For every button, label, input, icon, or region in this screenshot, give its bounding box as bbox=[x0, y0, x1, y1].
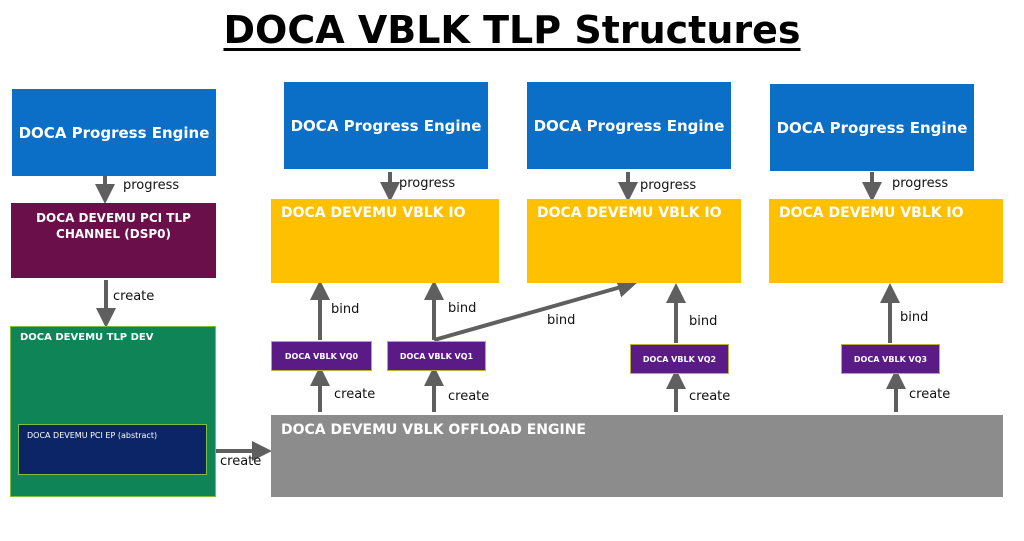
bind-label-vq1-diag: bind bbox=[547, 313, 576, 328]
progress-engine-1: DOCA Progress Engine bbox=[284, 82, 488, 169]
vblk-io-1: DOCA DEVEMU VBLK IO bbox=[527, 199, 741, 283]
bind-label-vq1: bind bbox=[448, 301, 477, 316]
bind-label-vq3: bind bbox=[900, 310, 929, 325]
progress-engine-2: DOCA Progress Engine bbox=[527, 82, 731, 169]
progress-label-2: progress bbox=[640, 178, 697, 193]
create-label-vq0: create bbox=[334, 387, 376, 402]
offload-engine-box: DOCA DEVEMU VBLK OFFLOAD ENGINE bbox=[271, 415, 1003, 497]
page-title: DOCA VBLK TLP Structures bbox=[223, 8, 801, 52]
bind-arrow-vq1-diag bbox=[433, 278, 638, 342]
create-label-tlp-dev: create bbox=[113, 289, 155, 304]
bind-label-vq2: bind bbox=[689, 314, 718, 329]
create-label-vq1: create bbox=[448, 389, 490, 404]
vq0-box: DOCA VBLK VQ0 bbox=[271, 341, 372, 371]
progress-engine-3: DOCA Progress Engine bbox=[770, 84, 974, 171]
vblk-io-0: DOCA DEVEMU VBLK IO bbox=[271, 199, 499, 283]
create-label-vq3: create bbox=[909, 387, 951, 402]
tlp-channel-box: DOCA DEVEMU PCI TLP CHANNEL (DSP0) bbox=[11, 203, 216, 278]
create-label-offload: create bbox=[220, 454, 262, 469]
progress-engine-0: DOCA Progress Engine bbox=[12, 89, 216, 176]
vblk-io-2: DOCA DEVEMU VBLK IO bbox=[769, 199, 1003, 283]
vq2-box: DOCA VBLK VQ2 bbox=[630, 344, 729, 374]
progress-label-3: progress bbox=[892, 176, 949, 191]
vq3-box: DOCA VBLK VQ3 bbox=[841, 344, 940, 374]
bind-label-vq0: bind bbox=[331, 302, 360, 317]
tlp-dev-label: DOCA DEVEMU TLP DEV bbox=[20, 332, 154, 343]
vq1-box: DOCA VBLK VQ1 bbox=[387, 341, 486, 371]
create-label-vq2: create bbox=[689, 389, 731, 404]
progress-label-1: progress bbox=[399, 176, 456, 191]
progress-label-0: progress bbox=[123, 178, 180, 193]
pci-ep-box: DOCA DEVEMU PCI EP (abstract) bbox=[18, 424, 207, 475]
